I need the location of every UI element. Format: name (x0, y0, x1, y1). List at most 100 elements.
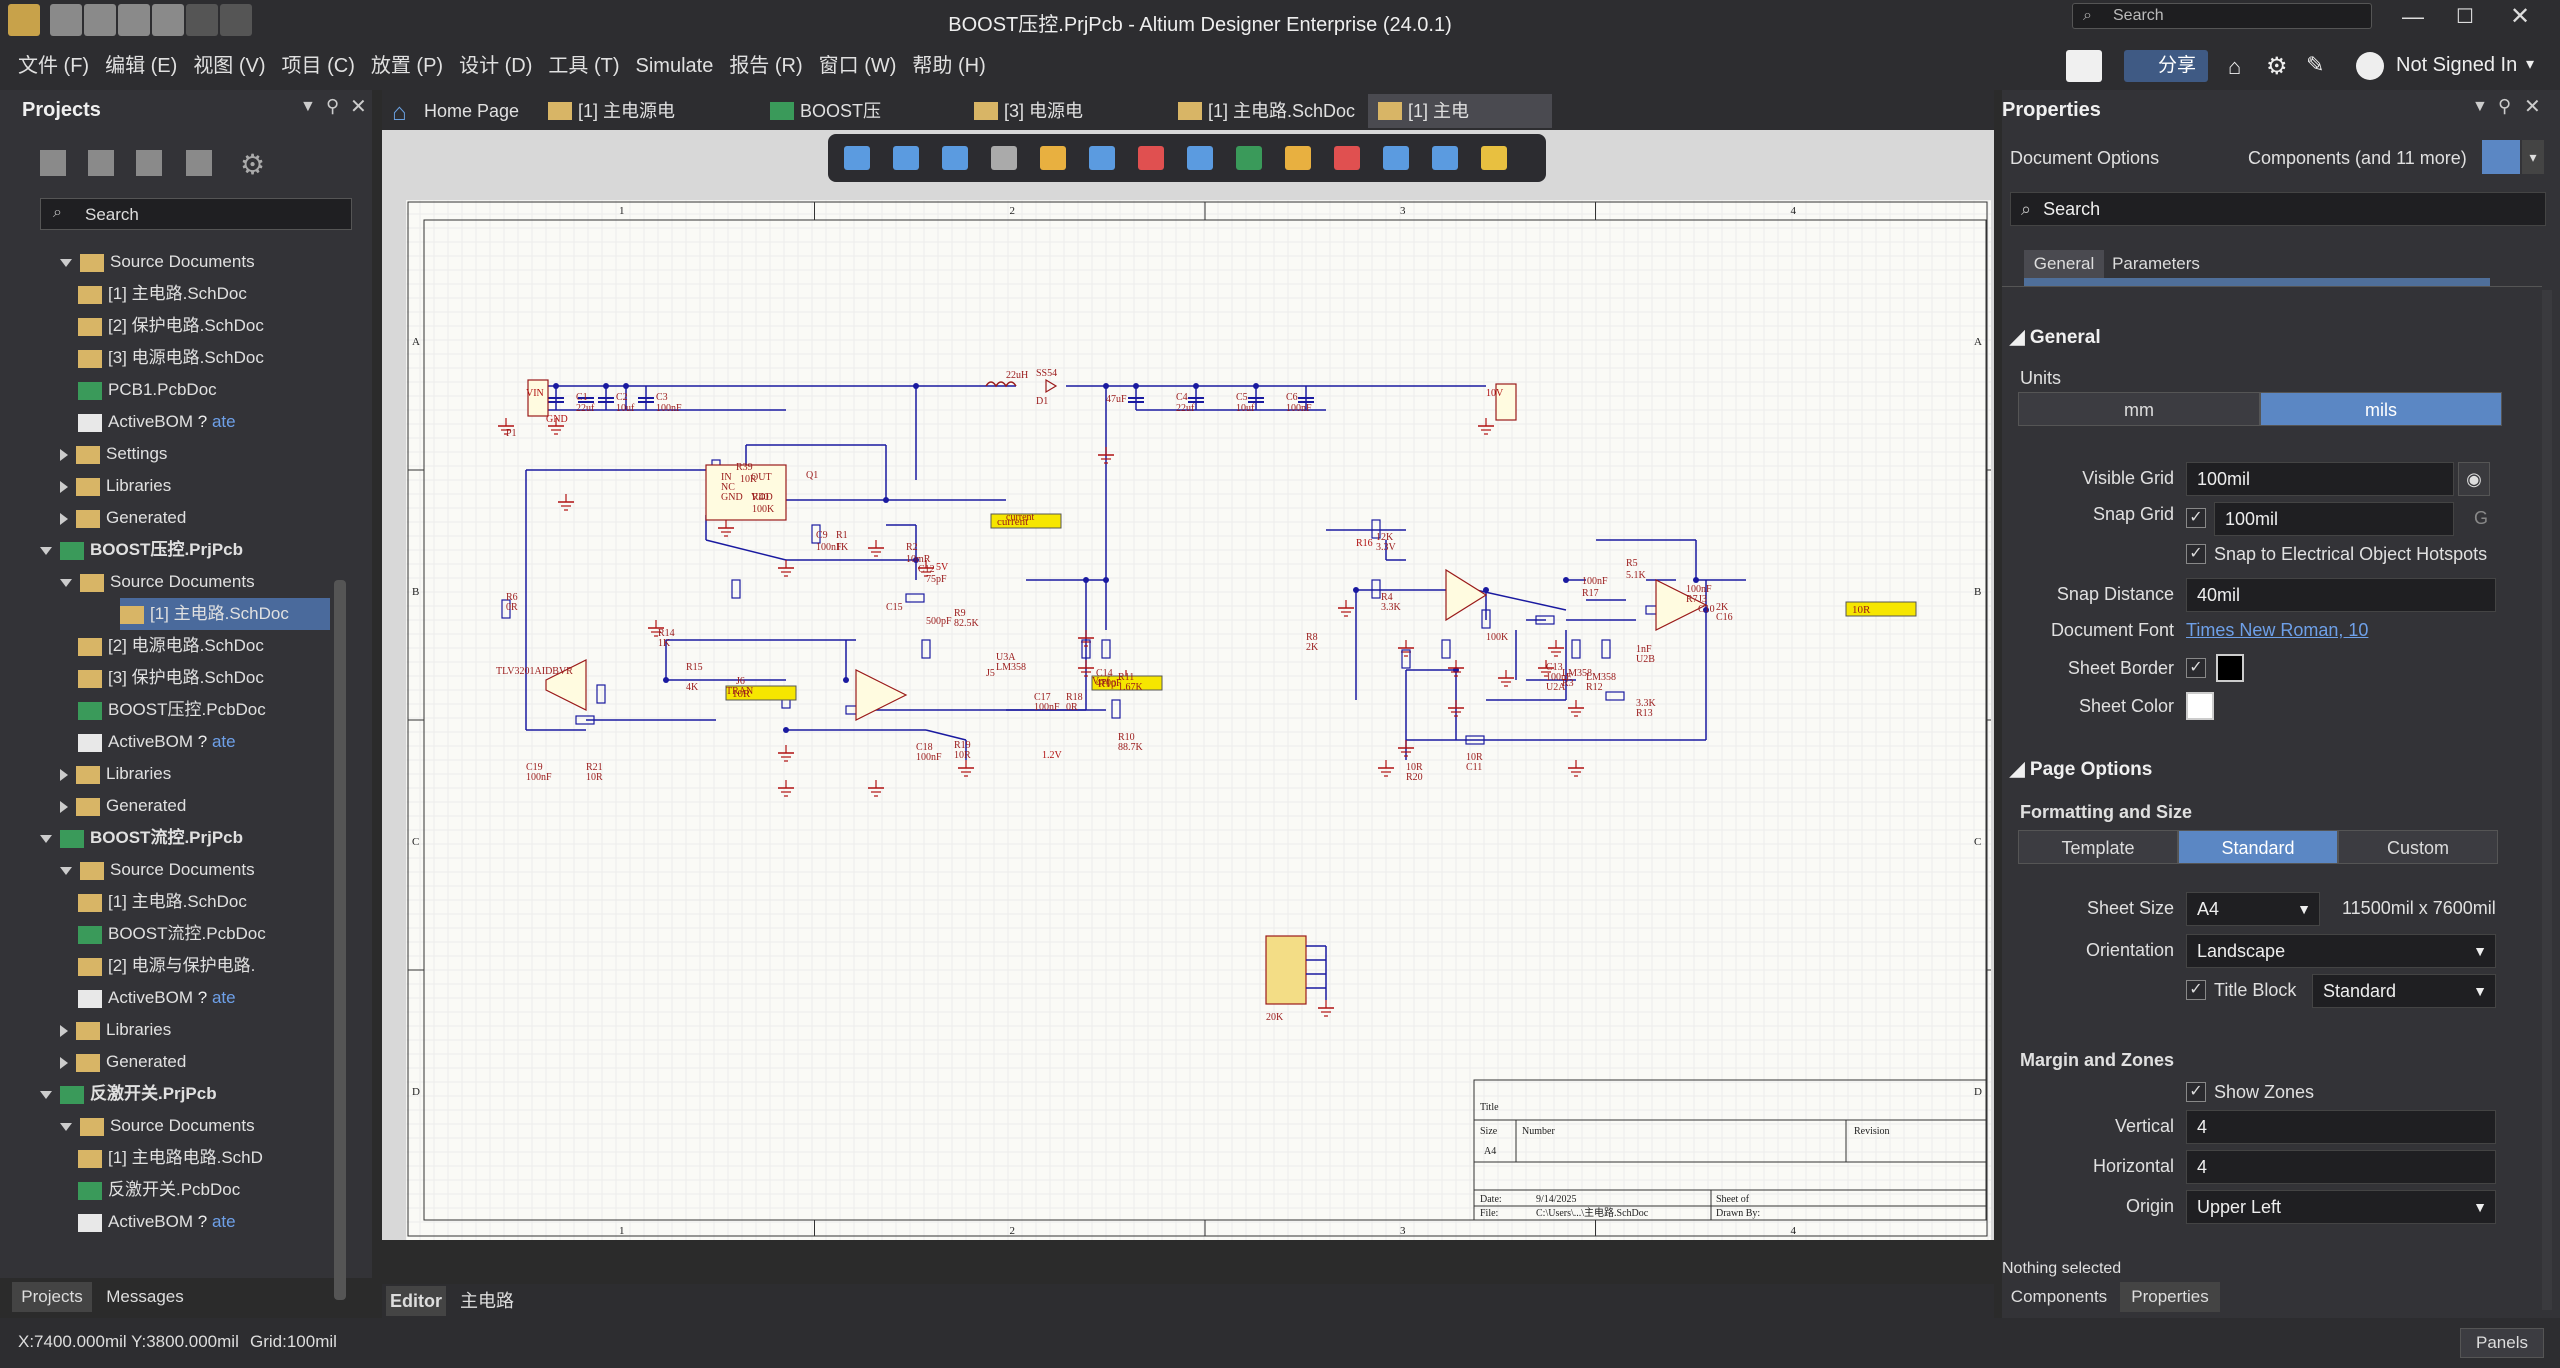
menu-item-0[interactable]: 文件 (F) (18, 55, 90, 77)
filter-dropdown-icon[interactable]: ▾ (2522, 140, 2544, 174)
tree-item-extra[interactable]: ate (211, 732, 236, 751)
activebar-select-icon[interactable] (942, 146, 968, 170)
tree-item[interactable]: Source Documents (60, 1110, 340, 1142)
tree-item[interactable]: [3] 保护电路.SchDoc (78, 662, 340, 694)
tab-main-power-sch[interactable]: [1] 主电源电路.SchDoc (538, 94, 756, 155)
title-block-checkbox[interactable]: ✓ (2186, 980, 2206, 1000)
collapsed-arrow-icon[interactable] (60, 1056, 68, 1069)
menu-item-1[interactable]: 编辑 (E) (105, 55, 178, 77)
tree-item-extra[interactable]: ate (211, 412, 236, 431)
tree-item[interactable]: [1] 主电路.SchDoc (78, 886, 340, 918)
tree-item[interactable]: 反激开关.PcbDoc (78, 1174, 340, 1206)
tree-item[interactable]: Settings (60, 438, 340, 470)
tab-projects[interactable]: Projects (12, 1282, 92, 1312)
home-icon[interactable]: ⌂ (2228, 54, 2242, 79)
tab-messages[interactable]: Messages (106, 1287, 184, 1306)
sheet-border-checkbox[interactable]: ✓ (2186, 658, 2206, 678)
snap-grid-input[interactable]: 100mil (2214, 502, 2454, 536)
tab-components[interactable]: Components (2010, 1287, 2108, 1306)
properties-search-input[interactable]: ⌕Search (2010, 192, 2546, 226)
tree-item[interactable]: [2] 保护电路.SchDoc (78, 310, 340, 342)
collapsed-arrow-icon[interactable] (60, 448, 68, 461)
title-block-select[interactable]: Standard▼ (2312, 974, 2496, 1008)
tree-item[interactable]: ActiveBOM ? ate (78, 1206, 340, 1238)
share-button[interactable]: 分享 (2124, 50, 2208, 82)
tree-item[interactable]: PCB1.PcbDoc (78, 374, 340, 406)
tab-main-sch-active[interactable]: [1] 主电路.SchDoc (1368, 94, 1552, 155)
user-menu-chevron-icon[interactable]: ▾ (2526, 56, 2535, 73)
collapsed-arrow-icon[interactable] (60, 1024, 68, 1037)
tab-properties[interactable]: Properties (2120, 1282, 2220, 1312)
maximize-button[interactable]: ☐ (2456, 6, 2474, 28)
tree-item[interactable]: [1] 主电路.SchDoc (78, 278, 340, 310)
expanded-arrow-icon[interactable] (60, 866, 72, 875)
comment-icon[interactable] (2066, 50, 2102, 82)
tree-item[interactable]: Source Documents (60, 246, 340, 278)
show-zones-checkbox[interactable]: ✓ (2186, 1082, 2206, 1102)
collapsed-arrow-icon[interactable] (60, 800, 68, 813)
activebar-sheet-entry-icon[interactable] (1334, 146, 1360, 170)
activebar-net-icon[interactable] (1089, 146, 1115, 170)
activebar-arc-icon[interactable] (1432, 146, 1458, 170)
tree-item[interactable]: ActiveBOM ? ate (78, 406, 340, 438)
menu-item-8[interactable]: 报告 (R) (729, 55, 803, 77)
tree-item[interactable]: BOOST压控.PcbDoc (78, 694, 340, 726)
tree-item[interactable]: Generated (60, 502, 340, 534)
snap-hotspots-checkbox[interactable]: ✓ (2186, 544, 2206, 564)
pin-icon[interactable]: ⚲ (326, 96, 340, 116)
save-project-icon[interactable] (40, 150, 66, 176)
project-folder-icon[interactable] (136, 150, 162, 176)
tree-item[interactable]: [1] 主电路.SchDoc (120, 598, 330, 630)
open-icon[interactable] (118, 4, 150, 36)
expanded-arrow-icon[interactable] (40, 1090, 52, 1099)
tools-icon[interactable]: ✎ (2306, 52, 2325, 77)
menu-item-7[interactable]: Simulate (635, 55, 714, 77)
avatar-icon[interactable] (2356, 52, 2384, 80)
activebar-bus-icon[interactable] (1187, 146, 1213, 170)
tab-boost-pcb[interactable]: BOOST压控.PcbDoc (760, 94, 960, 155)
tab-home-page[interactable]: ⌂Home Page (384, 94, 534, 128)
save-icon[interactable] (50, 4, 82, 36)
activebar-directive-icon[interactable] (1285, 146, 1311, 170)
tree-item[interactable]: ActiveBOM ? ate (78, 982, 340, 1014)
snap-distance-input[interactable]: 40mil (2186, 578, 2496, 612)
expanded-arrow-icon[interactable] (40, 834, 52, 843)
redo-icon[interactable] (220, 4, 252, 36)
save-all-icon[interactable] (84, 4, 116, 36)
tree-item-extra[interactable]: ate (211, 1212, 236, 1231)
tree-item[interactable]: Libraries (60, 758, 340, 790)
activebar-place-part-icon[interactable] (1040, 146, 1066, 170)
panel-menu-icon[interactable]: ▼ (2472, 98, 2488, 115)
vertical-zones-input[interactable]: 4 (2186, 1110, 2496, 1144)
tree-item[interactable]: BOOST流控.PrjPcb (40, 822, 340, 854)
project-options-icon[interactable] (186, 150, 212, 176)
pin-icon[interactable]: ⚲ (2498, 96, 2512, 116)
user-status[interactable]: Not Signed In (2396, 54, 2518, 76)
tree-item[interactable]: Libraries (60, 1014, 340, 1046)
activebar-align-icon[interactable] (991, 146, 1017, 170)
sheet-color-swatch[interactable] (2186, 692, 2214, 720)
menu-item-9[interactable]: 窗口 (W) (818, 55, 897, 77)
activebar-filter-icon[interactable] (844, 146, 870, 170)
undo-icon[interactable] (186, 4, 218, 36)
tree-item[interactable]: Source Documents (60, 854, 340, 886)
panels-button[interactable]: Panels (2460, 1328, 2544, 1358)
collapsed-arrow-icon[interactable] (60, 512, 68, 525)
format-custom-button[interactable]: Custom (2338, 830, 2498, 864)
visible-grid-input[interactable]: 100mil (2186, 462, 2454, 496)
sheet-size-select[interactable]: A4▼ (2186, 892, 2320, 926)
expanded-arrow-icon[interactable] (60, 578, 72, 587)
tree-item[interactable]: [3] 电源电路.SchDoc (78, 342, 340, 374)
activebar-harness-icon[interactable] (1236, 146, 1262, 170)
expanded-arrow-icon[interactable] (60, 1122, 72, 1131)
compile-icon[interactable] (88, 150, 114, 176)
sheet-border-color-swatch[interactable] (2216, 654, 2244, 682)
tree-item[interactable]: BOOST压控.PrjPcb (40, 534, 340, 566)
tree-item[interactable]: ActiveBOM ? ate (78, 726, 340, 758)
tree-item[interactable]: Libraries (60, 1238, 340, 1246)
settings-gear-icon[interactable]: ⚙ (240, 149, 266, 180)
activebar-ground-icon[interactable] (1138, 146, 1164, 170)
tree-item[interactable]: [2] 电源电路.SchDoc (78, 630, 340, 662)
tree-scrollbar[interactable] (334, 580, 346, 1300)
tree-item-extra[interactable]: ate (211, 988, 236, 1007)
